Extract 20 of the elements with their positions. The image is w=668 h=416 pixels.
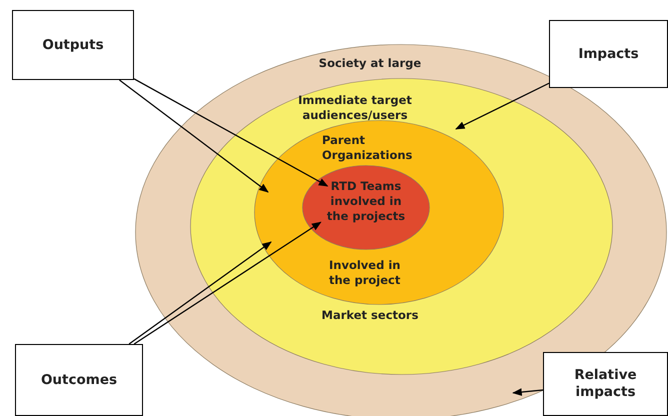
callout-label: Relative impacts	[573, 367, 638, 401]
ring-label: RTD Teams involved in the projects	[326, 179, 406, 224]
callout-label: Outcomes	[40, 372, 118, 388]
ring-label: Immediate target audiences/users	[297, 93, 413, 123]
arrow	[128, 241, 272, 344]
ring-label: Market sectors	[320, 308, 420, 323]
arrow	[119, 80, 269, 193]
arrow	[134, 222, 322, 344]
arrow	[512, 388, 544, 396]
ring-label: Society at large	[318, 56, 422, 71]
ring-label: Parent Organizations	[322, 133, 414, 163]
arrow	[134, 78, 328, 187]
callout-box	[549, 20, 668, 88]
ring-label: Involved in the project	[329, 258, 402, 288]
callout-box	[15, 344, 143, 416]
arrow	[455, 82, 550, 130]
callout-label: Outputs	[42, 36, 104, 54]
callout-box	[12, 10, 134, 80]
callout-box	[543, 352, 668, 416]
callout-label: Impacts	[578, 46, 639, 62]
